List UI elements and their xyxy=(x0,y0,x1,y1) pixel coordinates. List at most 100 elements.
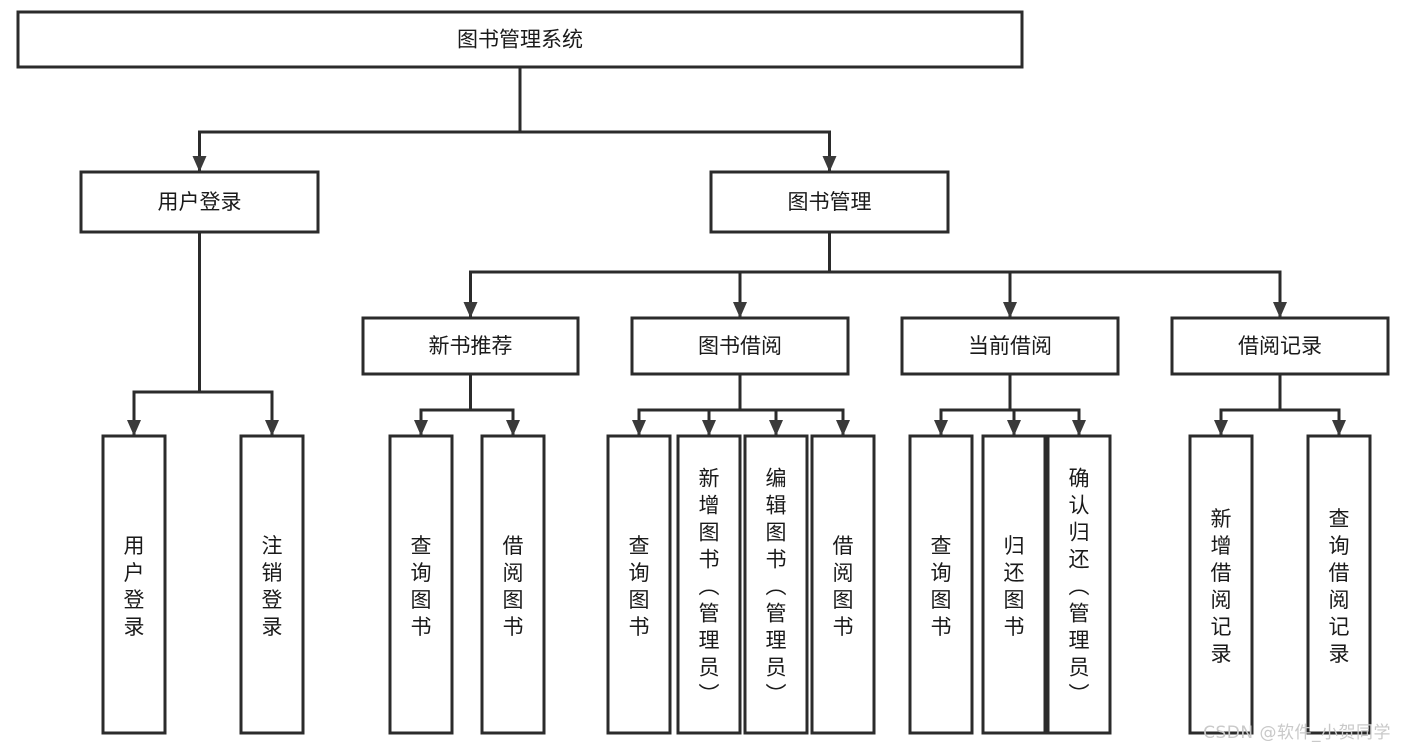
arrow-head-icon xyxy=(192,156,207,172)
svg-text:录: 录 xyxy=(1211,642,1232,666)
svg-text:理: 理 xyxy=(699,629,720,653)
svg-text:借: 借 xyxy=(503,534,524,558)
svg-text:︵: ︵ xyxy=(766,575,787,599)
node-leaf-borrow-book-recommend-box xyxy=(480,434,546,735)
svg-text:书: 书 xyxy=(931,615,952,639)
node-new-book-recommend[interactable]: 新书推荐 xyxy=(361,316,580,376)
svg-text:阅: 阅 xyxy=(833,561,854,585)
svg-text:书: 书 xyxy=(766,548,787,572)
node-root-label: 图书管理系统 xyxy=(457,28,583,52)
svg-text:书: 书 xyxy=(503,615,524,639)
node-borrow-record-label: 借阅记录 xyxy=(1238,334,1322,358)
arrow-head-icon xyxy=(265,420,279,436)
node-book-management-label: 图书管理 xyxy=(788,190,872,214)
svg-text:询: 询 xyxy=(629,561,650,585)
svg-text:编: 编 xyxy=(766,467,787,491)
svg-text:询: 询 xyxy=(931,561,952,585)
node-leaf-confirm-return-admin-box xyxy=(1046,434,1112,735)
svg-text:增: 增 xyxy=(699,494,720,518)
node-book-borrow-label: 图书借阅 xyxy=(698,334,782,358)
svg-text:图: 图 xyxy=(766,521,787,545)
node-leaf-user-login-box xyxy=(101,434,167,735)
node-root[interactable]: 图书管理系统 xyxy=(16,10,1024,69)
arrow-head-icon xyxy=(1214,420,1228,436)
node-book-borrow[interactable]: 图书借阅 xyxy=(630,316,850,376)
svg-text:阅: 阅 xyxy=(1329,588,1350,612)
svg-text:认: 认 xyxy=(1069,494,1090,518)
svg-text:图: 图 xyxy=(411,588,432,612)
node-borrow-record[interactable]: 借阅记录 xyxy=(1170,316,1390,376)
svg-text:借: 借 xyxy=(1211,561,1232,585)
node-borrow-record-box xyxy=(1170,316,1390,376)
node-leaf-user-login[interactable]: 用户登录 xyxy=(101,434,167,735)
svg-text:销: 销 xyxy=(262,561,283,585)
node-leaf-query-borrow-record-box xyxy=(1306,434,1372,735)
arrow-head-icon xyxy=(702,420,716,436)
node-current-borrow[interactable]: 当前借阅 xyxy=(900,316,1120,376)
svg-text:归: 归 xyxy=(1004,534,1025,558)
svg-text:理: 理 xyxy=(766,629,787,653)
svg-text:阅: 阅 xyxy=(1211,588,1232,612)
svg-text:书: 书 xyxy=(833,615,854,639)
svg-text:︵: ︵ xyxy=(1069,575,1090,599)
node-leaf-query-book-current-box xyxy=(908,434,974,735)
svg-text:查: 查 xyxy=(411,534,432,558)
svg-text:图: 图 xyxy=(931,588,952,612)
svg-text:辑: 辑 xyxy=(766,494,787,518)
arrow-head-icon xyxy=(1332,420,1346,436)
svg-text:户: 户 xyxy=(124,561,145,585)
svg-text:记: 记 xyxy=(1329,615,1350,639)
node-leaf-borrow-book-box xyxy=(810,434,876,735)
svg-text:查: 查 xyxy=(931,534,952,558)
node-book-borrow-box xyxy=(630,316,850,376)
svg-text:借: 借 xyxy=(1329,561,1350,585)
svg-text:员: 员 xyxy=(766,656,787,680)
svg-text:书: 书 xyxy=(411,615,432,639)
node-user-login-label: 用户登录 xyxy=(158,190,242,214)
node-leaf-query-book-recommend-box xyxy=(388,434,454,735)
node-new-book-recommend-label: 新书推荐 xyxy=(429,334,513,358)
svg-text:询: 询 xyxy=(411,561,432,585)
svg-text:阅: 阅 xyxy=(503,561,524,585)
node-leaf-add-borrow-record-box xyxy=(1188,434,1254,735)
node-leaf-return-book-box xyxy=(981,434,1047,735)
svg-text:图: 图 xyxy=(629,588,650,612)
svg-text:管: 管 xyxy=(766,602,787,626)
node-user-login-box xyxy=(79,170,320,234)
node-leaf-user-logout-box xyxy=(239,434,305,735)
arrow-head-icon xyxy=(836,420,850,436)
node-current-borrow-label: 当前借阅 xyxy=(968,334,1052,358)
node-user-login[interactable]: 用户登录 xyxy=(79,170,320,234)
node-book-management[interactable]: 图书管理 xyxy=(709,170,950,234)
node-book-management-box xyxy=(709,170,950,234)
svg-text:图: 图 xyxy=(1004,588,1025,612)
svg-text:︶: ︶ xyxy=(766,683,787,707)
node-new-book-recommend-box xyxy=(361,316,580,376)
svg-text:用: 用 xyxy=(124,534,145,558)
svg-text:录: 录 xyxy=(124,615,145,639)
arrow-head-icon xyxy=(506,420,520,436)
svg-text:理: 理 xyxy=(1069,629,1090,653)
svg-text:登: 登 xyxy=(124,588,145,612)
node-leaf-add-book-admin-box xyxy=(676,434,742,735)
